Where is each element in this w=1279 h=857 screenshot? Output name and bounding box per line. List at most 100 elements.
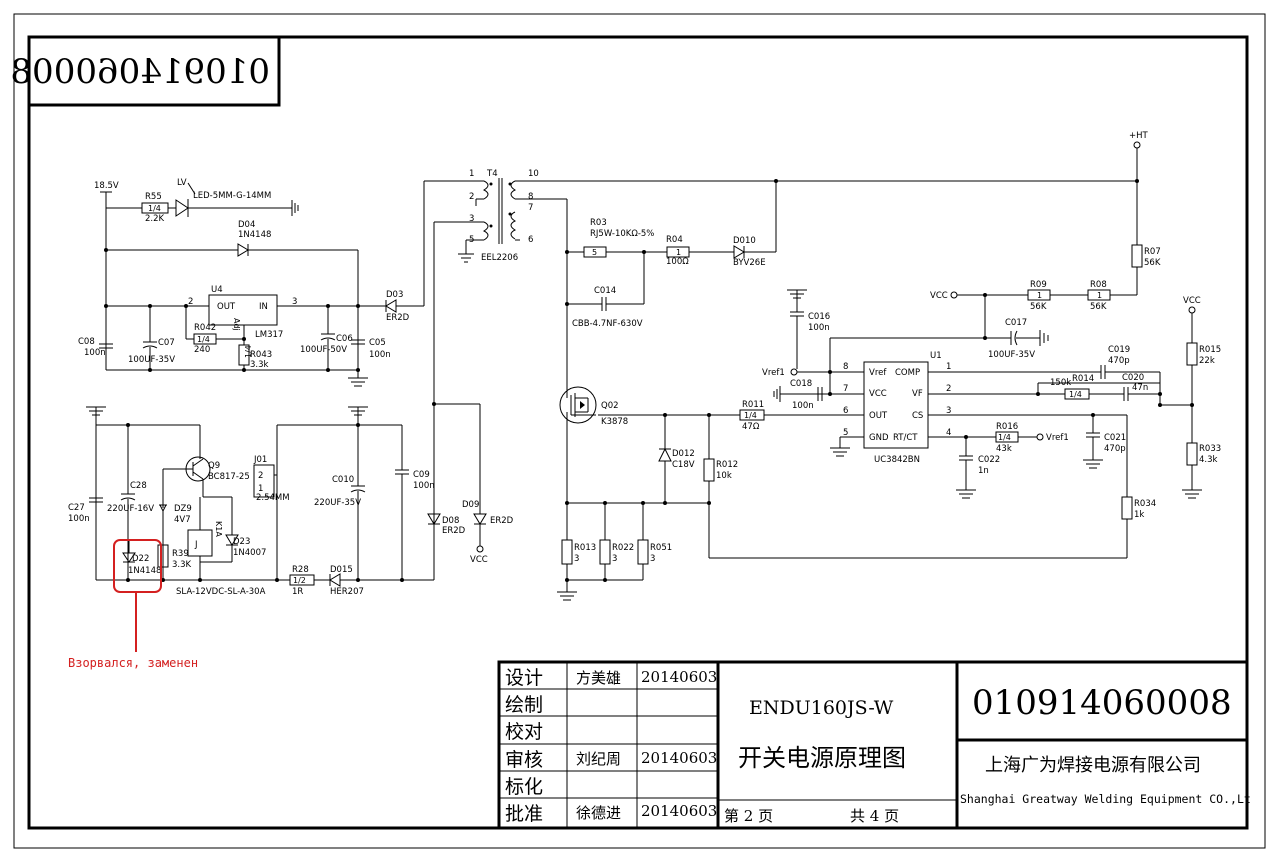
svg-text:220UF-16V: 220UF-16V xyxy=(107,504,154,514)
svg-text:R28: R28 xyxy=(292,565,309,575)
role-design: 设计 xyxy=(505,667,543,689)
j01-connector xyxy=(253,464,275,498)
label-18-5v: 18.5V xyxy=(94,181,119,191)
relay-coil-j xyxy=(187,529,213,557)
svg-text:C27: C27 xyxy=(68,503,85,513)
outer-border xyxy=(13,13,1266,849)
svg-text:7: 7 xyxy=(528,203,533,213)
svg-text:OUT: OUT xyxy=(217,302,236,312)
svg-text:100n: 100n xyxy=(413,481,435,491)
d04-diode xyxy=(237,243,249,257)
svg-text:RT/CT: RT/CT xyxy=(893,433,918,443)
svg-text:R043: R043 xyxy=(250,350,272,360)
svg-text:J: J xyxy=(194,540,198,550)
svg-text:LED-5MM-G-14MM: LED-5MM-G-14MM xyxy=(193,191,271,201)
svg-text:D015: D015 xyxy=(330,565,353,575)
svg-text:UC3842BN: UC3842BN xyxy=(874,455,920,465)
svg-text:R051: R051 xyxy=(650,543,672,553)
svg-text:100n: 100n xyxy=(808,323,830,333)
svg-text:D09: D09 xyxy=(462,500,479,510)
model-number: ENDU160JS-W xyxy=(749,697,894,719)
svg-text:D22: D22 xyxy=(132,554,149,564)
svg-text:100n: 100n xyxy=(369,350,391,360)
svg-text:LM317: LM317 xyxy=(255,330,283,340)
svg-text:D08: D08 xyxy=(442,516,459,526)
svg-text:C022: C022 xyxy=(978,455,1000,465)
svg-text:1/2: 1/2 xyxy=(293,576,306,585)
svg-text:R39: R39 xyxy=(172,549,189,559)
svg-text:2: 2 xyxy=(188,297,193,307)
svg-text:100n: 100n xyxy=(84,348,106,358)
svg-text:C016: C016 xyxy=(808,312,830,322)
svg-text:CBB-4.7NF-630V: CBB-4.7NF-630V xyxy=(572,319,643,329)
svg-text:2.54MM: 2.54MM xyxy=(256,493,290,503)
svg-text:ER2D: ER2D xyxy=(442,526,466,536)
role-draw: 绘制 xyxy=(505,694,543,716)
svg-text:VCC: VCC xyxy=(470,555,488,565)
svg-text:R012: R012 xyxy=(716,460,738,470)
svg-text:5: 5 xyxy=(592,248,597,257)
svg-text:2: 2 xyxy=(946,384,951,394)
svg-text:RJ5W-10KΩ-5%: RJ5W-10KΩ-5% xyxy=(590,229,654,239)
svg-text:D04: D04 xyxy=(238,220,255,230)
svg-text:J01: J01 xyxy=(253,455,267,465)
svg-text:R07: R07 xyxy=(1144,247,1161,257)
svg-text:R016: R016 xyxy=(996,422,1018,432)
svg-text:R014: R014 xyxy=(1072,374,1094,384)
svg-text:C09: C09 xyxy=(413,470,430,480)
svg-text:2: 2 xyxy=(469,192,474,202)
svg-text:R013: R013 xyxy=(574,543,596,553)
d03-diode xyxy=(385,299,397,313)
svg-text:470p: 470p xyxy=(1108,356,1130,366)
svg-text:VCC: VCC xyxy=(1183,296,1201,306)
svg-text:DZ9: DZ9 xyxy=(174,504,192,514)
annotation-text: Взорвался, заменен xyxy=(68,656,198,670)
uc3842-section: U1 UC3842BN Vref COMP VCC VF OUT CS GND … xyxy=(598,289,1221,559)
svg-text:U4: U4 xyxy=(211,285,223,295)
svg-text:1: 1 xyxy=(676,248,681,257)
name-design: 方美雄 xyxy=(576,669,621,687)
svg-text:56K: 56K xyxy=(1144,258,1161,268)
svg-text:R015: R015 xyxy=(1199,345,1221,355)
svg-text:R09: R09 xyxy=(1030,280,1047,290)
svg-text:GND: GND xyxy=(869,433,889,443)
svg-text:R08: R08 xyxy=(1090,280,1107,290)
svg-text:LV: LV xyxy=(177,178,187,188)
svg-text:6: 6 xyxy=(843,406,848,416)
svg-text:1: 1 xyxy=(1037,291,1042,300)
svg-text:10k: 10k xyxy=(716,471,732,481)
svg-text:4V7: 4V7 xyxy=(174,515,191,525)
svg-text:R022: R022 xyxy=(612,543,634,553)
svg-text:C017: C017 xyxy=(1005,318,1027,328)
svg-text:D012: D012 xyxy=(672,449,695,459)
ht-section: +HT R07 56K 1 R08 56K 1 R09 56K VCC C017… xyxy=(830,131,1161,360)
svg-text:C28: C28 xyxy=(130,481,147,491)
svg-text:C014: C014 xyxy=(594,286,616,296)
svg-text:VF: VF xyxy=(912,389,923,399)
svg-text:1/4: 1/4 xyxy=(744,411,757,420)
svg-text:R011: R011 xyxy=(742,400,764,410)
date-review: 20140603 xyxy=(641,749,717,767)
svg-text:1: 1 xyxy=(258,484,263,494)
svg-text:2.2K: 2.2K xyxy=(145,214,165,224)
svg-text:R033: R033 xyxy=(1199,444,1221,454)
svg-text:1/4: 1/4 xyxy=(197,335,210,344)
svg-text:D23: D23 xyxy=(233,537,250,547)
svg-text:56K: 56K xyxy=(1090,302,1107,312)
svg-text:R04: R04 xyxy=(666,235,683,245)
svg-text:47Ω: 47Ω xyxy=(742,422,760,432)
svg-text:1k: 1k xyxy=(1134,510,1144,520)
svg-text:100UF-35V: 100UF-35V xyxy=(128,355,175,365)
svg-text:7: 7 xyxy=(843,384,848,394)
q02-mosfet xyxy=(559,386,597,424)
svg-text:56K: 56K xyxy=(1030,302,1047,312)
svg-text:C019: C019 xyxy=(1108,345,1130,355)
svg-text:Q9: Q9 xyxy=(208,461,220,471)
svg-text:C08: C08 xyxy=(78,337,95,347)
svg-text:5: 5 xyxy=(843,428,848,438)
svg-text:3: 3 xyxy=(946,406,951,416)
svg-text:100UF-50V: 100UF-50V xyxy=(300,345,347,355)
transformer-t4: T4 1 2 3 5 10 8 7 6 EEL2206 xyxy=(433,169,1137,580)
svg-text:8: 8 xyxy=(528,192,533,202)
u1-uc3842 xyxy=(863,361,929,449)
